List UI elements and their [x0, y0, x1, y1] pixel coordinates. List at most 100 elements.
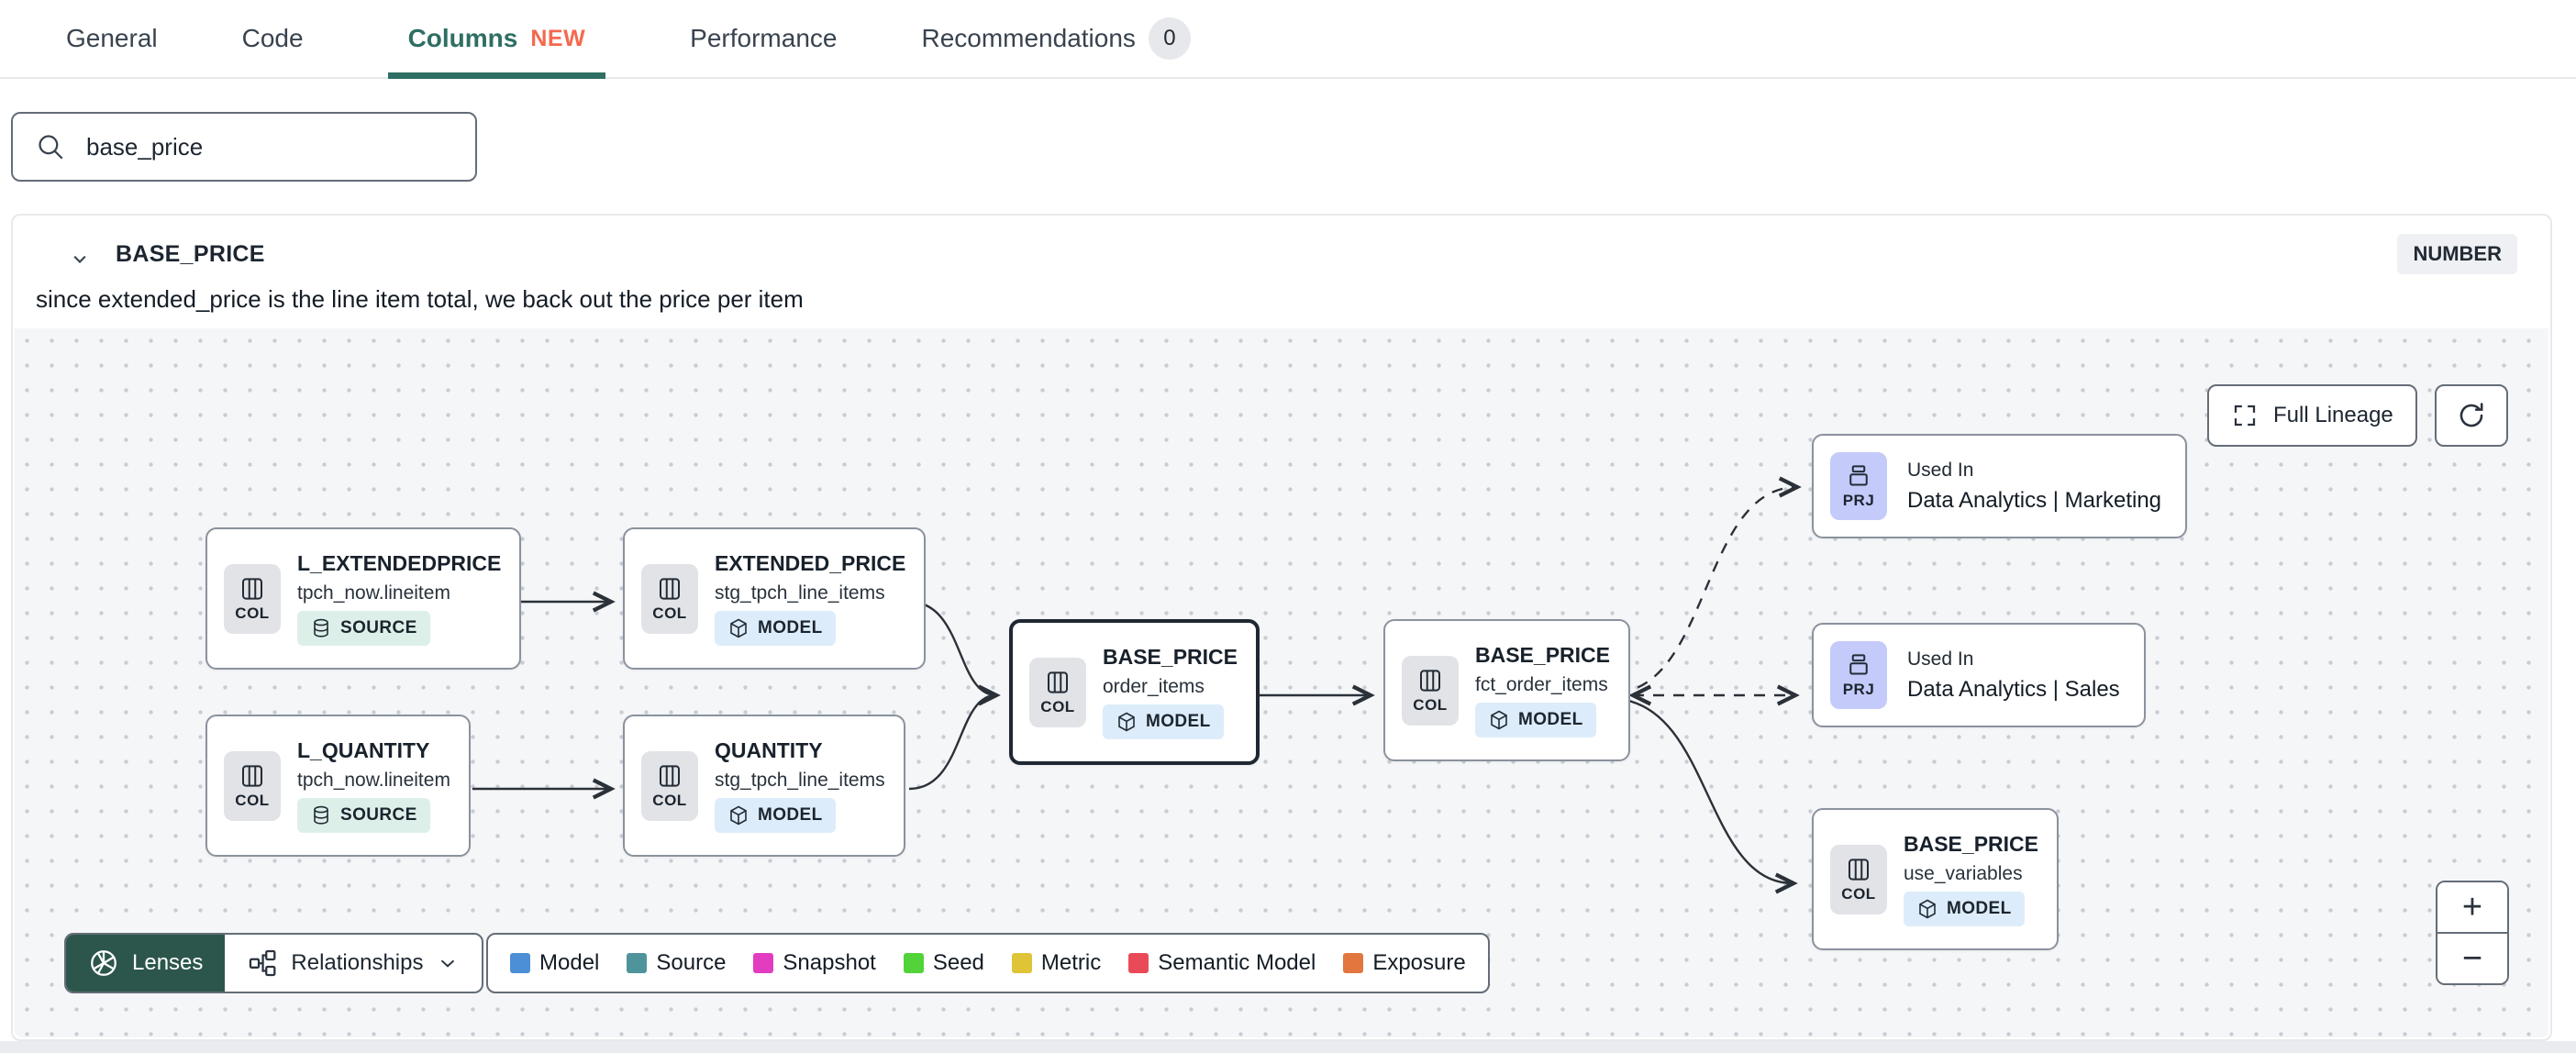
tab-performance[interactable]: Performance: [690, 0, 837, 77]
recommendations-count-badge: 0: [1148, 17, 1191, 60]
page-bottom-strip: [0, 1041, 2576, 1053]
model-badge: MODEL: [1904, 892, 2025, 926]
chip-label: COL: [235, 791, 270, 809]
legend-label: Source: [656, 950, 727, 975]
node-body: Used In Data Analytics | Marketing: [1907, 460, 2161, 514]
node-title: BASE_PRICE: [1475, 643, 1610, 667]
chip-label: COL: [235, 604, 270, 622]
node-subtitle: order_items: [1103, 676, 1205, 697]
new-badge: NEW: [530, 25, 586, 51]
node-extended-price[interactable]: COL EXTENDED_PRICE stg_tpch_line_items M…: [623, 527, 927, 670]
legend-label: Semantic Model: [1158, 950, 1316, 975]
node-body: BASE_PRICE fct_order_items MODEL: [1475, 643, 1610, 737]
node-used-in-marketing[interactable]: PRJ Used In Data Analytics | Marketing: [1812, 434, 2188, 538]
project-icon: [1849, 654, 1868, 675]
tab-columns[interactable]: Columns NEW: [387, 0, 606, 79]
badge-label: SOURCE: [340, 805, 417, 825]
project-icon: [1849, 465, 1868, 486]
legend-item-seed: Seed: [903, 950, 984, 976]
legend-label: Model: [539, 950, 600, 975]
edge-quantity-baseprice: [908, 693, 997, 791]
node-body: BASE_PRICE order_items MODEL: [1103, 645, 1238, 739]
used-in-label: Used In: [1907, 648, 1974, 670]
chip-label: COL: [652, 791, 687, 809]
column-card: BASE_PRICE NUMBER since extended_price i…: [11, 214, 2552, 1041]
column-chip: COL: [1402, 655, 1459, 726]
lineage-canvas[interactable]: COL L_EXTENDEDPRICE tpch_now.lineitem SO…: [15, 328, 2548, 1037]
tab-code[interactable]: Code: [242, 0, 304, 77]
zoom-controls: + −: [2436, 881, 2509, 985]
chevron-down-icon: [73, 255, 86, 263]
column-chip: COL: [224, 563, 281, 634]
node-l-extendedprice[interactable]: COL L_EXTENDEDPRICE tpch_now.lineitem SO…: [205, 527, 522, 670]
node-title: BASE_PRICE: [1904, 832, 2038, 856]
lenses-label: Lenses: [132, 950, 204, 975]
cube-icon: [1919, 899, 1936, 919]
cube-icon: [1118, 712, 1135, 732]
refresh-lineage-button[interactable]: [2435, 384, 2508, 447]
project-name: Data Analytics | Sales: [1907, 676, 2120, 702]
chip-label: PRJ: [1842, 681, 1875, 698]
expand-icon: [2234, 405, 2256, 427]
zoom-out-button[interactable]: −: [2437, 932, 2507, 983]
model-badge: MODEL: [1475, 703, 1596, 737]
chip-label: COL: [1413, 695, 1448, 714]
node-subtitle: use_variables: [1904, 863, 2023, 884]
lenses-button[interactable]: Lenses: [66, 935, 226, 992]
node-subtitle: tpch_now.lineitem: [297, 770, 450, 791]
node-body: BASE_PRICE use_variables MODEL: [1904, 832, 2038, 926]
node-type-legend: Model Source Snapshot Seed Metric: [486, 933, 1490, 993]
chevron-down-icon: [441, 959, 455, 968]
chip-label: PRJ: [1842, 492, 1875, 509]
project-chip: PRJ: [1830, 641, 1887, 709]
column-search: [11, 112, 477, 182]
node-base-price-order-items[interactable]: COL BASE_PRICE order_items MODEL: [1009, 619, 1260, 765]
lenses-control: Lenses Relationships: [64, 933, 484, 993]
zoom-in-button[interactable]: +: [2437, 882, 2507, 932]
legend-label: Snapshot: [783, 950, 876, 975]
column-title: BASE_PRICE: [116, 241, 265, 267]
source-badge: SOURCE: [297, 798, 430, 833]
columns-icon: [660, 764, 680, 787]
node-body: EXTENDED_PRICE stg_tpch_line_items MODEL: [715, 551, 905, 646]
chip-label: COL: [1841, 884, 1876, 903]
tab-recommendations[interactable]: Recommendations 0: [921, 0, 1191, 77]
node-subtitle: fct_order_items: [1475, 674, 1608, 695]
node-title: EXTENDED_PRICE: [715, 551, 906, 575]
tab-general-label: General: [66, 24, 158, 52]
source-badge: SOURCE: [297, 611, 430, 646]
tab-code-label: Code: [241, 24, 304, 52]
legend-swatch: [1128, 953, 1149, 973]
node-base-price-fct-order-items[interactable]: COL BASE_PRICE fct_order_items MODEL: [1383, 619, 1630, 761]
relationships-dropdown[interactable]: Relationships: [225, 935, 482, 992]
database-icon: [314, 805, 328, 825]
node-body: Used In Data Analytics | Sales: [1907, 648, 2120, 703]
node-used-in-sales[interactable]: PRJ Used In Data Analytics | Sales: [1812, 623, 2146, 727]
node-title: L_QUANTITY: [297, 738, 430, 762]
badge-label: MODEL: [1146, 712, 1211, 731]
legend-swatch: [903, 953, 924, 973]
search-icon: [39, 135, 63, 160]
node-subtitle: stg_tpch_line_items: [715, 582, 885, 604]
full-lineage-label: Full Lineage: [2273, 403, 2393, 427]
chip-label: COL: [652, 604, 687, 622]
legend-label: Metric: [1040, 950, 1102, 975]
node-base-price-use-variables[interactable]: COL BASE_PRICE use_variables MODEL: [1812, 808, 2059, 950]
node-body: L_QUANTITY tpch_now.lineitem SOURCE: [297, 738, 450, 833]
tab-general[interactable]: General: [66, 0, 158, 77]
column-chip: COL: [1830, 844, 1887, 914]
legend-item-model: Model: [510, 950, 599, 976]
node-l-quantity[interactable]: COL L_QUANTITY tpch_now.lineitem SOURCE: [205, 715, 471, 857]
node-quantity[interactable]: COL QUANTITY stg_tpch_line_items MODEL: [623, 715, 905, 857]
tab-performance-label: Performance: [690, 24, 838, 52]
legend-swatch: [1343, 953, 1364, 973]
refresh-icon: [2459, 403, 2483, 427]
column-chip: COL: [1029, 657, 1086, 727]
column-description: since extended_price is the line item to…: [36, 285, 804, 313]
collapse-column-button[interactable]: [62, 243, 97, 274]
tab-columns-label: Columns: [407, 24, 518, 52]
aperture-icon: [91, 950, 117, 976]
full-lineage-button[interactable]: Full Lineage: [2207, 384, 2417, 447]
legend-item-exposure: Exposure: [1343, 950, 1466, 976]
search-input[interactable]: [86, 132, 453, 161]
